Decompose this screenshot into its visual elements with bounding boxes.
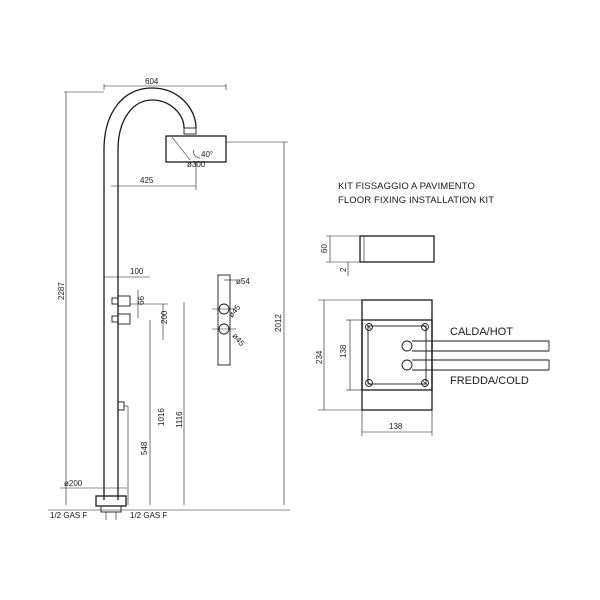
kit-title-it: KIT FISSAGGIO A PAVIMENTO bbox=[338, 181, 475, 192]
box-lip-label: 2 bbox=[339, 267, 348, 272]
shower-arm-outer bbox=[103, 87, 197, 172]
kit-outer-frame bbox=[361, 299, 433, 411]
kit-screw-bl bbox=[365, 379, 373, 387]
gas-left-label: 1/2 GAS F bbox=[50, 511, 87, 520]
mixer-width-label: 100 bbox=[130, 267, 144, 276]
hole-1-label: ø45 bbox=[227, 303, 243, 320]
handshower-height-label: 548 bbox=[140, 441, 149, 455]
shower-column-drawing: ø300 40° 604 425 2287 2012 100 bbox=[48, 77, 290, 520]
head-offset-label: 425 bbox=[140, 176, 154, 185]
mixer-upper bbox=[111, 295, 131, 307]
mixer-gap-label: 200 bbox=[160, 310, 169, 324]
base-diameter-label: ø200 bbox=[64, 479, 83, 488]
head-angle-label: 40° bbox=[201, 150, 213, 159]
mixer-spacing-label: 66 bbox=[137, 296, 146, 305]
outer-height-label: 234 bbox=[315, 350, 324, 364]
mixer-height-1-label: 1016 bbox=[157, 408, 166, 426]
kit-title-en: FLOOR FIXING INSTALLATION KIT bbox=[338, 195, 494, 206]
head-height-label: 2012 bbox=[274, 314, 283, 332]
cold-label: FREDDA/COLD bbox=[450, 375, 529, 387]
kit-screw-br bbox=[421, 379, 429, 387]
shower-arm-inner bbox=[117, 99, 185, 172]
hot-label: CALDA/HOT bbox=[450, 326, 513, 338]
head-angle-line bbox=[171, 136, 191, 161]
mixer-height-2-label: 1116 bbox=[175, 411, 184, 428]
mixer-lower bbox=[111, 313, 131, 325]
width-label: 138 bbox=[389, 422, 403, 431]
kit-box-side bbox=[359, 235, 435, 263]
kit-screw-tl bbox=[365, 323, 373, 331]
kit-inner-recess bbox=[367, 325, 427, 385]
kit-screw-tr bbox=[421, 323, 429, 331]
mixer-detail-drawing: ø54 ø45 ø45 bbox=[212, 274, 250, 366]
handshower-holder bbox=[117, 401, 125, 411]
hole-2-label: ø45 bbox=[230, 332, 246, 349]
floor-kit-drawing: KIT FISSAGGIO A PAVIMENTO FLOOR FIXING I… bbox=[315, 181, 550, 436]
mixer-plate bbox=[217, 274, 231, 366]
outer-diameter-label: ø54 bbox=[236, 277, 250, 286]
inner-height-label: 138 bbox=[339, 344, 348, 358]
gas-right-label: 1/2 GAS F bbox=[130, 511, 167, 520]
column-base bbox=[95, 495, 127, 507]
box-height-label: 60 bbox=[320, 244, 329, 253]
arm-width-label: 604 bbox=[145, 77, 159, 86]
head-angle-arc bbox=[193, 149, 201, 159]
head-diameter-label: ø300 bbox=[187, 160, 206, 169]
cold-outlet bbox=[401, 359, 413, 371]
total-height-label: 2287 bbox=[57, 282, 66, 300]
base-plate bbox=[100, 505, 122, 513]
kit-inner-box bbox=[361, 319, 433, 391]
head-connector bbox=[183, 127, 197, 135]
shower-head bbox=[165, 135, 227, 163]
hot-outlet bbox=[401, 340, 413, 352]
